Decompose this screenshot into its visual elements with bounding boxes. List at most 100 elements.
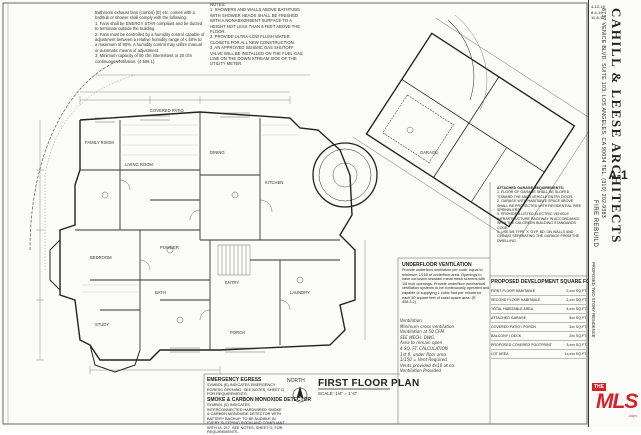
general-notes-left: Bathroom exhaust fans (combo) (E) etc. c… — [95, 10, 205, 64]
egress-title: EMERGENCY EGRESS — [207, 377, 262, 383]
general-notes-right: NOTES: 1. SHOWERS AND WALLS ABOVE BATHTU… — [210, 2, 305, 67]
firm-name: CAHILL & LEESE ARCHITECTS — [609, 8, 624, 244]
egress-body: SYMBOL (E) INDICATES EMERGENCY EGRESS OP… — [207, 383, 285, 396]
room-label-patio: COVERED PATIO — [150, 108, 184, 113]
room-label-dining: DINING — [210, 150, 225, 155]
garage-item: 1. FLOOR OF GARAGE SHALL BE SLOPED TOWAR… — [497, 190, 574, 199]
table-row: COVERED PATIO / PORCH 3xx SQ.FT. — [491, 323, 587, 332]
sqft-label: BALCONY / DECK — [491, 334, 522, 338]
garage-item: 3. PROVIDE A LISTED ELECTRIC VEHICLE INF… — [497, 212, 580, 230]
sqft-label: PROPOSED COVERED FOOTPRINT — [491, 343, 552, 347]
garage-item: 4. USE 5/8 TYPE 'X' GYP. BD. ON WALLS AN… — [497, 230, 580, 243]
callout-markers — [101, 126, 414, 324]
note-line: NOTES: — [210, 2, 226, 7]
sqft-value: 4,xxx SQ.FT. — [566, 307, 587, 311]
table-row: LOT AREA 1x,xxx SQ.FT. — [491, 350, 587, 359]
note-line: 2. PROVIDE ULTRA-LOW FLUSH WATER CLOSETS… — [210, 34, 295, 45]
room-label-family: FAMILY ROOM — [85, 140, 114, 145]
garage-requirements: ATTACHED GARAGE REQUIREMENTS: 1. FLOOR O… — [497, 186, 585, 243]
property-line-arc — [29, 59, 121, 251]
note-line: 1. SHOWERS AND WALLS ABOVE BATHTUBS WITH… — [210, 7, 301, 35]
hatch-lines — [82, 124, 300, 293]
smoke-body: SYMBOL (S) INDICATES INTERCONNECTED HARD… — [207, 403, 285, 434]
sqft-title: PROPOSED DEVELOPMENT SQUARE FOOTAGE — [491, 279, 608, 285]
hand-note: Ventilation Provided — [400, 368, 442, 374]
sqft-label: LOT AREA — [491, 352, 509, 356]
bay-window-left — [49, 239, 61, 291]
sqft-value: 5xx SQ.FT. — [569, 316, 587, 320]
sqft-label: SECOND FLOOR HABITABLE — [491, 298, 541, 302]
interior-walls — [75, 112, 340, 350]
room-label-powder: POWDER — [160, 245, 179, 250]
hand-note: Minimum cross ventilation — [400, 323, 455, 329]
sqft-value: 2xx SQ.FT. — [569, 334, 587, 338]
sqft-label: TOTAL HABITABLE AREA — [491, 307, 534, 311]
revision-date: 11-8-19 — [591, 15, 605, 20]
underfloor-body: Provide underfloor ventilation per code:… — [402, 268, 490, 305]
sqft-label: COVERED PATIO / PORCH — [491, 325, 536, 329]
sheet-border — [2, 2, 588, 425]
sqft-table: FIRST FLOOR HABITABLE 2,xxx SQ.FT. SECOND… — [491, 287, 587, 359]
sqft-value: 3,xxx SQ.FT. — [566, 343, 587, 347]
underfloor-title: UNDERFLOOR VENTILATION — [402, 262, 472, 268]
title-block — [588, 0, 641, 427]
hand-note: Vents provided 4x10 at ea. — [400, 362, 456, 368]
smoke-title: SMOKE & CARBON MONOXIDE DETECTOR — [207, 397, 312, 403]
garage-wing — [352, 17, 596, 240]
table-row: FIRST FLOOR HABITABLE 2,xxx SQ.FT. — [491, 287, 587, 296]
sqft-label: ATTACHED GARAGE — [491, 316, 527, 320]
setback-line — [44, 74, 136, 270]
hand-note: Area to remain open — [400, 340, 443, 346]
revision-date: 8-4-19 — [591, 9, 603, 15]
north-arrow-graphic — [292, 385, 308, 403]
mls-logo: MLS — [596, 390, 638, 413]
sqft-value: 3xx SQ.FT. — [569, 325, 587, 329]
driveway-curve — [447, 19, 475, 101]
room-label-kitchen: KITCHEN — [265, 180, 284, 185]
sqft-value: 2,xxx SQ.FT. — [566, 289, 587, 293]
dimension-lines — [36, 91, 366, 374]
note-line: 1. Fans shall be ENERGY STAR compliant a… — [95, 20, 203, 32]
table-row: SECOND FLOOR HABITABLE 1,xxx SQ.FT. — [491, 296, 587, 305]
project-status: FIRE REBUILD — [592, 200, 598, 248]
note-line: 3. Minimum capacity of 50 cfm intermitte… — [95, 53, 193, 64]
room-label-study: STUDY — [95, 322, 110, 327]
room-label-bedroom: BEDROOM — [90, 255, 112, 260]
room-label-garage: GARAGE — [420, 150, 438, 155]
firm-address: 8737 VENICE BLVD. SUITE 103, LOS ANGELES… — [600, 8, 606, 218]
room-label-living: LIVING ROOM — [125, 162, 153, 167]
hand-note: Ventilation at 50 CFM — [400, 329, 444, 335]
house-walls — [59, 111, 356, 361]
sqft-value: 1,xxx SQ.FT. — [566, 298, 587, 302]
room-label-laundry: LAUNDRY — [290, 290, 310, 295]
room-label-porch: PORCH — [230, 330, 246, 335]
note-line: 3. AN APPROVED SEISMIC GAS SHUTOFF VALVE… — [210, 45, 303, 67]
room-label-bath: BATH — [155, 290, 166, 295]
garage-item: 2. GARAGE WITH HABITABLE SPACE ABOVE SHA… — [497, 199, 581, 213]
door-swings — [119, 179, 291, 321]
project-description: PROPOSED TWO STORY RESIDENCE — [591, 262, 596, 338]
sqft-label: FIRST FLOOR HABITABLE — [491, 289, 536, 293]
revision-dates: 4-12-19 8-4-19 11-8-19 — [591, 4, 605, 21]
table-row: PROPOSED COVERED FOOTPRINT 3,xxx SQ.FT. — [491, 341, 587, 350]
sqft-value: 1x,xxx SQ.FT. — [564, 352, 587, 356]
scale-note: SCALE: 1/4" = 1'-0" — [318, 391, 358, 396]
note-line: 2. Fans must be controlled by a humidity… — [95, 31, 205, 53]
north-label: NORTH — [287, 378, 305, 384]
window-marks — [95, 112, 265, 353]
hand-note: 4 SQ. FT. CALCULATION — [400, 345, 448, 351]
handwritten-notes: Ventilation Minimum cross ventilation Ve… — [400, 318, 490, 374]
mls-logo-com: .com — [628, 413, 637, 418]
mls-logo-the: THE — [592, 383, 606, 391]
round-tower — [312, 142, 378, 208]
hand-note: 1/150 = Vent Required — [400, 357, 447, 363]
sheet-number: A-1 — [608, 168, 628, 182]
hand-note: Ventilation — [400, 318, 422, 323]
hand-note: 1st fl. under floor area — [400, 351, 447, 357]
note-line: Bathroom exhaust fans (combo) (E) etc. c… — [95, 10, 195, 21]
garage-title: ATTACHED GARAGE REQUIREMENTS: — [497, 186, 565, 190]
table-row: TOTAL HABITABLE AREA 4,xxx SQ.FT. — [491, 305, 587, 314]
hand-note: SEE MECH. DWG. — [400, 334, 436, 340]
